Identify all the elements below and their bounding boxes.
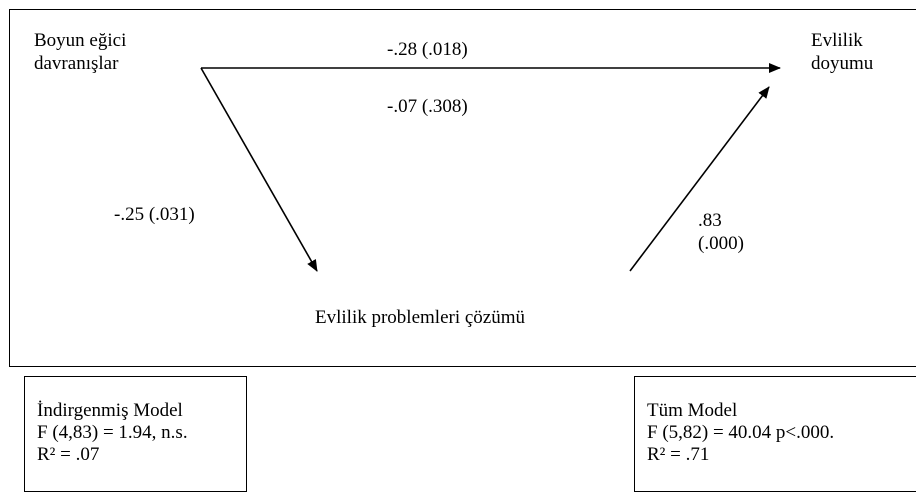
direct-total-coefficient: -.28 (.018) <box>387 39 468 60</box>
full-model-title: Tüm Model <box>647 400 738 421</box>
full-model-box: Tüm Model F (5,82) = 40.04 p<.000. R² = … <box>634 376 916 492</box>
a-path-arrow <box>200 67 318 272</box>
b-path-coefficient: .83 (.000) <box>698 209 744 255</box>
reduced-model-title: İndirgenmiş Model <box>37 400 183 421</box>
b-path-p-value: (.000) <box>698 233 744 254</box>
a-path-coefficient: -.25 (.031) <box>114 204 195 225</box>
outcome-label: Evlilik doyumu <box>811 29 873 75</box>
predictor-label: Boyun eğici davranışlar <box>34 29 126 75</box>
outcome-label-line2: doyumu <box>811 53 874 74</box>
predictor-label-line2: davranışlar <box>34 53 119 74</box>
direct-controlled-coefficient: -.07 (.308) <box>387 96 468 117</box>
full-model-r2: R² = .71 <box>647 444 710 465</box>
outcome-label-line1: Evlilik <box>811 30 863 51</box>
b-path-arrow <box>629 86 770 272</box>
b-path-coef-value: .83 <box>698 210 722 231</box>
reduced-model-f-stat: F (4,83) = 1.94, n.s. <box>37 422 188 443</box>
full-model-f-stat: F (5,82) = 40.04 p<.000. <box>647 422 835 443</box>
predictor-label-line1: Boyun eğici <box>34 30 127 51</box>
diagram-frame <box>9 9 916 367</box>
reduced-model-box: İndirgenmiş Model F (4,83) = 1.94, n.s. … <box>24 376 247 492</box>
mediator-label: Evlilik problemleri çözümü <box>315 307 526 328</box>
reduced-model-r2: R² = .07 <box>37 444 100 465</box>
